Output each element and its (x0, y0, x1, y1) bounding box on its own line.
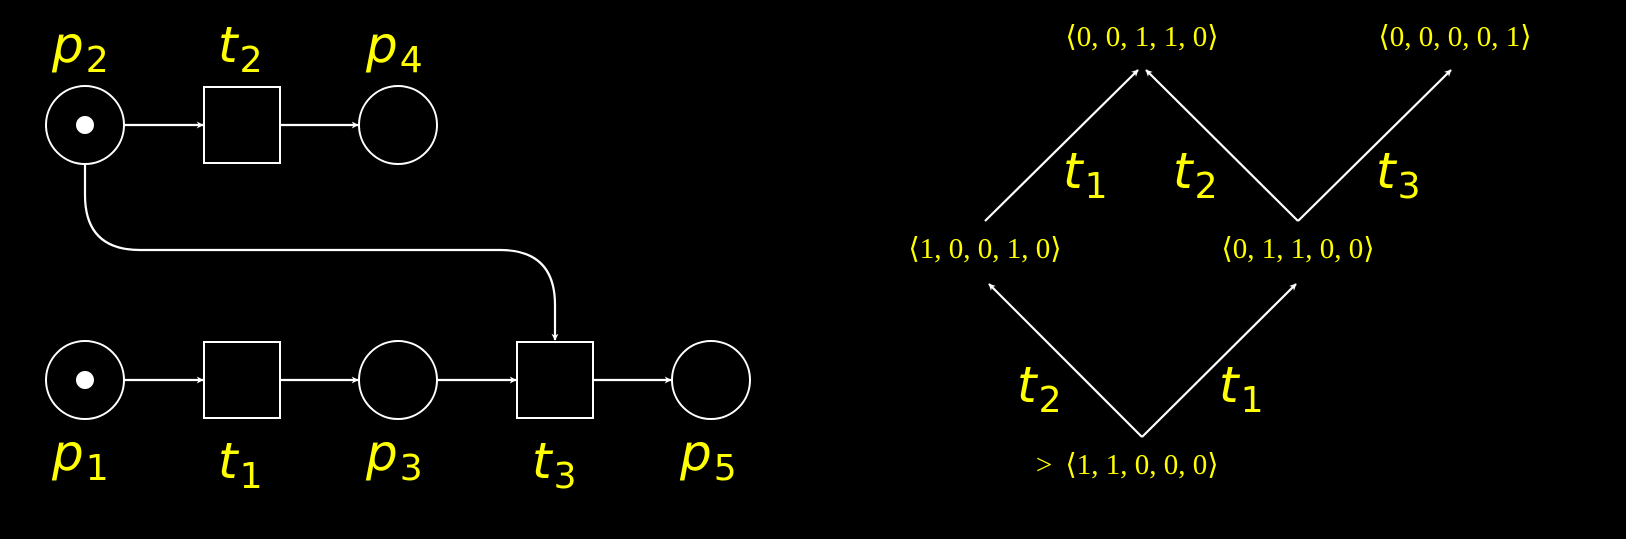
place-p4 (358, 85, 438, 165)
state-s1: ⟨1, 0, 0, 1, 0⟩ (908, 233, 1061, 265)
place-label-p1: p1 (51, 424, 109, 489)
edge-s2-s4 (1297, 69, 1452, 222)
place-label-p2: p2 (51, 16, 109, 81)
state-s3: ⟨0, 0, 1, 1, 0⟩ (1065, 21, 1218, 53)
edge-label-s0-s1: t2 (1017, 356, 1062, 421)
transition-t3 (516, 341, 594, 419)
place-label-p5: p5 (679, 424, 737, 489)
petri-net: p2 p4 p1 p3 p5 t2 t1 t3 (45, 16, 751, 497)
edge-label-s2-s4: t3 (1376, 142, 1421, 207)
state-s0: ⟨1, 1, 0, 0, 0⟩ (1065, 449, 1218, 481)
place-p5 (671, 340, 751, 420)
arc-p2-t3 (83, 164, 559, 341)
transition-label-t2: t2 (218, 16, 263, 81)
token-p2 (76, 116, 94, 134)
token-p1 (76, 371, 94, 389)
edge-s1-s3 (984, 69, 1139, 222)
edge-s0-s1 (988, 283, 1143, 438)
edge-label-s1-s3: t1 (1063, 142, 1108, 207)
edge-s2-s3 (1145, 69, 1299, 222)
transition-t2 (203, 86, 281, 164)
edge-label-s0-s2: t1 (1219, 356, 1264, 421)
place-label-p3: p3 (365, 424, 423, 489)
transition-label-t1: t1 (218, 432, 263, 497)
transition-t1 (203, 341, 281, 419)
place-p3 (358, 340, 438, 420)
state-s4: ⟨0, 0, 0, 0, 1⟩ (1378, 21, 1531, 53)
edge-s0-s2 (1141, 283, 1297, 438)
reachability-graph: ⟨1, 1, 0, 0, 0⟩ > ⟨1, 0, 0, 1, 0⟩ ⟨0, 1, 1,… (908, 21, 1531, 481)
transition-label-t3: t3 (532, 432, 577, 497)
initial-state-marker: > (1036, 449, 1052, 481)
place-label-p4: p4 (365, 16, 423, 81)
state-s2: ⟨0, 1, 1, 0, 0⟩ (1221, 233, 1374, 265)
edge-label-s2-s3: t2 (1173, 142, 1218, 207)
